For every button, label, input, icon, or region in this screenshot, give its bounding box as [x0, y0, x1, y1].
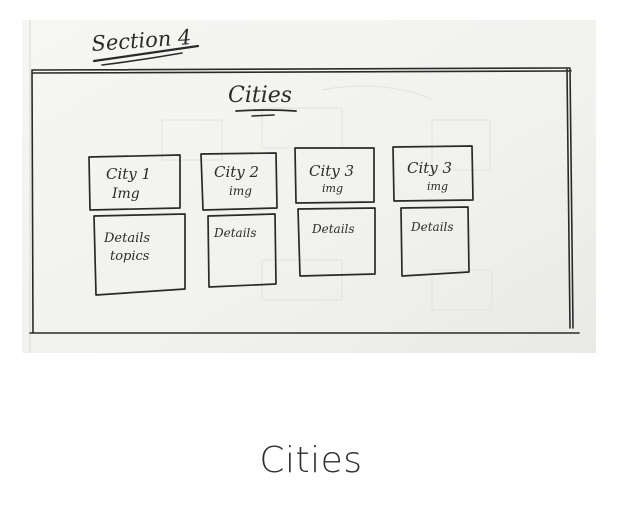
city-image-label: City 1: [106, 165, 151, 183]
city-image-box: [294, 147, 375, 204]
city-image-sublabel: Img: [111, 186, 140, 202]
city-card-3: City 3 img Details: [294, 147, 376, 277]
title-underline: [235, 109, 297, 112]
city-details-box: [400, 206, 470, 277]
slide-caption: Cities: [259, 440, 363, 481]
city-image-box: [392, 145, 474, 202]
city-image-sublabel: img: [427, 180, 448, 193]
city-card-4: City 3 img Details: [392, 145, 474, 277]
city-image-sublabel: img: [229, 184, 252, 198]
section-underline-2: [101, 52, 183, 66]
city-card-2: City 2 img Details: [200, 152, 278, 288]
paper-background: [22, 20, 596, 353]
city-details-box: [93, 213, 186, 296]
city-image-label: City 3: [407, 159, 452, 177]
city-details-label: Details: [213, 226, 257, 240]
city-image-label: City 3: [309, 162, 354, 180]
section-underline: [92, 44, 200, 63]
city-image-sublabel: img: [322, 182, 343, 195]
city-details-box: [207, 213, 277, 288]
paper-show-through: [161, 85, 493, 311]
city-details-label: Details: [103, 231, 150, 246]
city-image-box: [200, 152, 278, 211]
city-details-label: Details: [311, 222, 355, 236]
city-image-label: City 2: [214, 163, 259, 181]
page-frame: [29, 67, 580, 334]
city-details-box: [297, 207, 376, 277]
city-details-sublabel: topics: [110, 249, 150, 264]
sketch-title: Cities: [228, 83, 292, 108]
city-image-box: [88, 154, 181, 211]
city-details-label: Details: [410, 220, 454, 234]
city-card-1: City 1 Img Details topics: [88, 154, 186, 296]
wireframe-sketch-photo: Section 4 Cities City 1 Img Details topi…: [22, 20, 596, 353]
title-underline-2: [251, 114, 275, 117]
